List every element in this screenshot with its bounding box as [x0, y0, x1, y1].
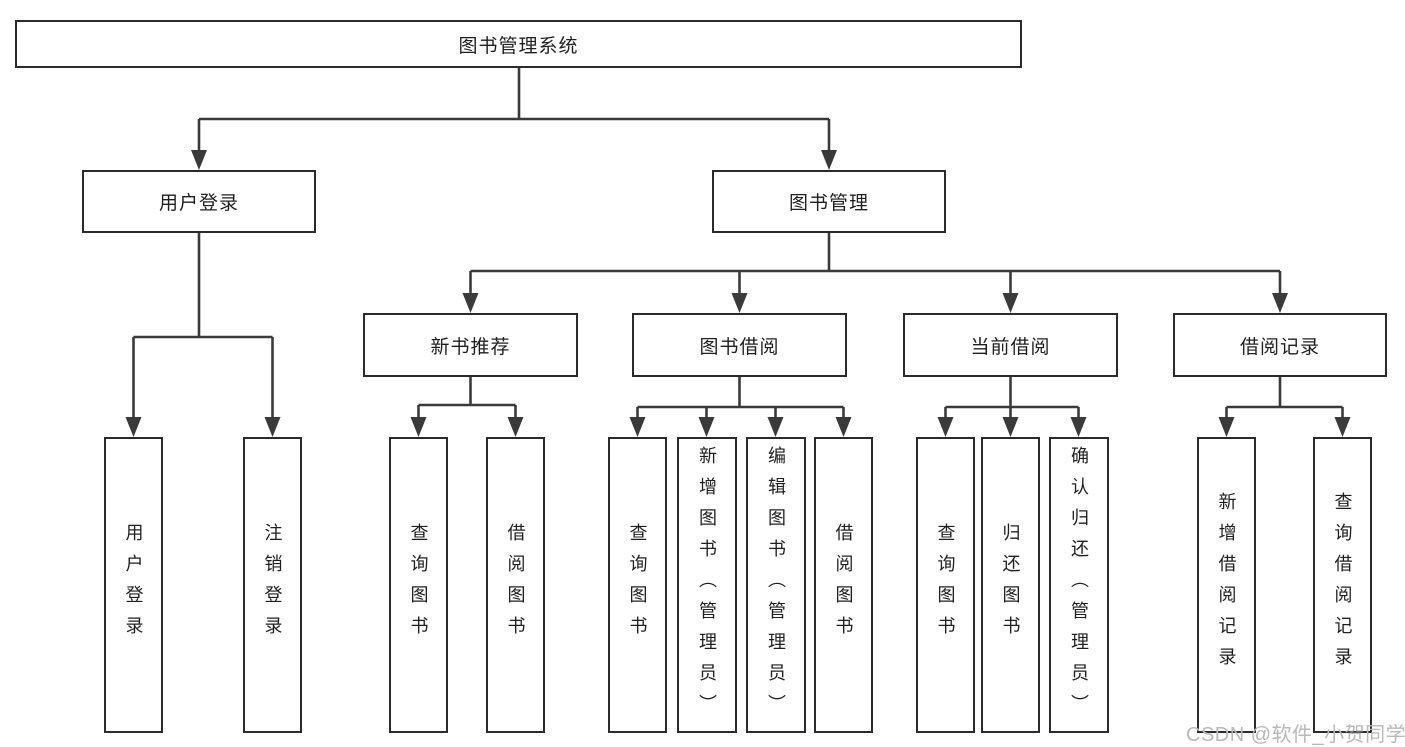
section-node-borrow-records: 借阅记录 [1173, 313, 1387, 377]
leaf-node-label: 查询图书 [408, 523, 429, 647]
csdn-watermark: CSDN @软件_小贺同学 [1186, 724, 1405, 746]
section-node-book-borrow: 图书借阅 [632, 313, 847, 377]
section-node-current-borrow: 当前借阅 [903, 313, 1118, 377]
leaf-node-label: 查询图书 [627, 523, 648, 647]
root-node-label: 图书管理系统 [458, 35, 579, 57]
leaf-node-label: 查询借阅记录 [1332, 492, 1353, 678]
leaf-node-label: 查询图书 [935, 523, 956, 647]
leaf-node-label: 借阅图书 [833, 523, 854, 647]
leaf-node-user-login: 用户登录 [104, 437, 163, 733]
leaf-node-label: 新增图书（管理员） [697, 445, 717, 725]
arrowheads [125, 150, 1351, 437]
leaf-node-borrow-books: 借阅图书 [814, 437, 873, 733]
section-node-label: 借阅记录 [1239, 336, 1320, 358]
root-node-library-management-system: 图书管理系统 [15, 20, 1022, 68]
leaf-node-label: 确认归还（管理员） [1069, 445, 1089, 725]
leaf-node-confirm-return-admin: 确认归还（管理员） [1049, 437, 1109, 733]
leaf-node-label: 注销登录 [262, 523, 283, 647]
leaf-node-logout: 注销登录 [243, 437, 302, 733]
leaf-node-add-books-admin: 新增图书（管理员） [677, 437, 737, 733]
branch-node-label: 用户登录 [158, 193, 239, 214]
leaf-node-label: 归还图书 [1000, 523, 1021, 647]
section-node-label: 图书借阅 [699, 336, 780, 358]
branch-node-label: 图书管理 [788, 193, 869, 214]
section-node-label: 新书推荐 [430, 336, 511, 358]
leaf-node-query-books-borrow: 查询图书 [608, 437, 667, 733]
leaf-node-label: 用户登录 [123, 523, 144, 647]
section-node-new-book-recommend: 新书推荐 [363, 313, 578, 377]
section-node-label: 当前借阅 [970, 336, 1051, 358]
branch-node-user-login: 用户登录 [82, 170, 316, 233]
leaf-node-borrow-books-newbook: 借阅图书 [486, 437, 545, 733]
leaf-node-label: 借阅图书 [505, 523, 526, 647]
leaf-node-query-borrow-record: 查询借阅记录 [1313, 437, 1372, 733]
leaf-node-query-books-newbook: 查询图书 [389, 437, 448, 733]
leaf-node-query-books-current: 查询图书 [916, 437, 975, 733]
leaf-node-edit-books-admin: 编辑图书（管理员） [746, 437, 806, 733]
leaf-node-label: 编辑图书（管理员） [766, 445, 786, 725]
branch-node-book-management: 图书管理 [712, 170, 946, 233]
leaf-node-label: 新增借阅记录 [1216, 492, 1237, 678]
leaf-node-return-books: 归还图书 [981, 437, 1040, 733]
leaf-node-add-borrow-record: 新增借阅记录 [1197, 437, 1256, 733]
